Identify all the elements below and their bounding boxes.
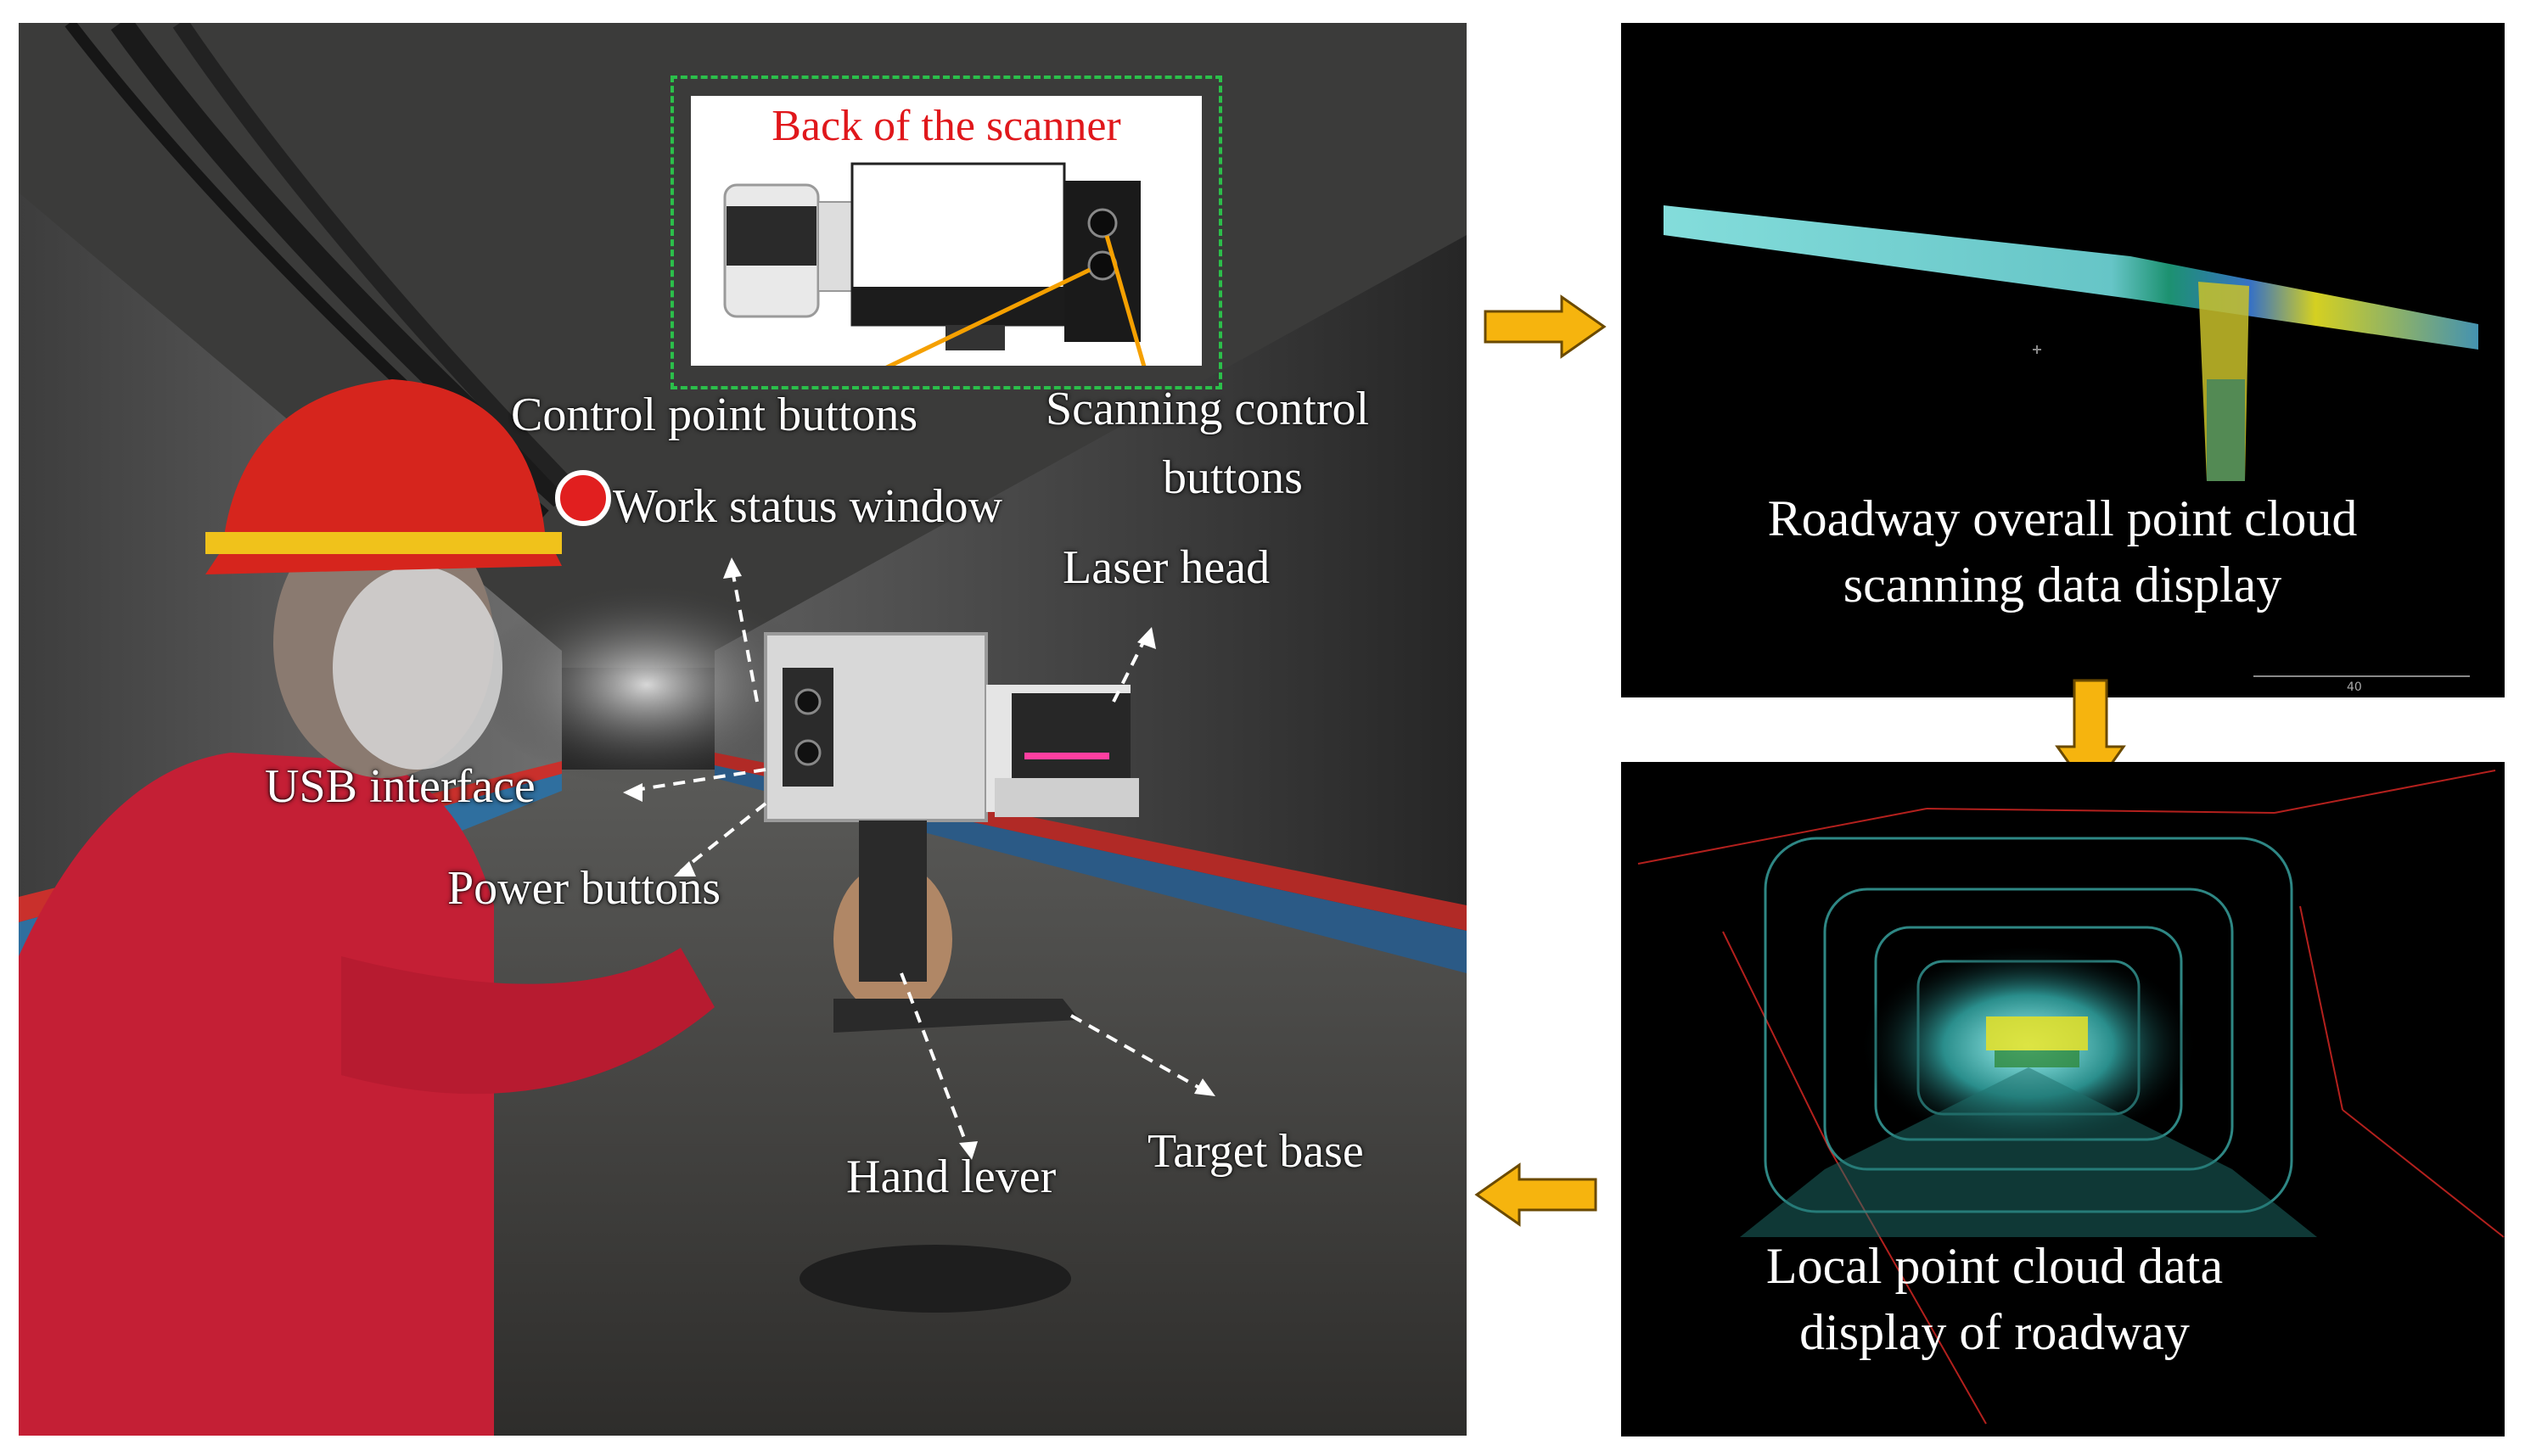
right-arrow-icon (1484, 294, 1607, 359)
hand-lever-label: Hand lever (846, 1151, 1057, 1203)
scanning-control-buttons-label-line2: buttons (1163, 451, 1303, 504)
target-base-label: Target base (1147, 1125, 1364, 1178)
local-caption-line2: display of roadway (1799, 1304, 2190, 1360)
power-buttons-label: Power buttons (447, 862, 721, 915)
overall-point-cloud-view (1664, 205, 2478, 677)
mine-tunnel-scene (19, 23, 1467, 1436)
local-caption: Local point cloud data display of roadwa… (1638, 1233, 2351, 1365)
overall-caption-line1: Roadway overall point cloud (1767, 490, 2358, 546)
scanning-control-buttons-label: Scanning control (1046, 383, 1370, 435)
overall-caption: Roadway overall point cloud scanning dat… (1638, 485, 2487, 618)
scanner-back-image: Back of the scanner (691, 96, 1202, 366)
work-status-window-label: Work status window (613, 480, 1003, 533)
local-point-cloud-view (1637, 770, 2505, 1425)
control-point-buttons-label: Control point buttons (511, 389, 918, 441)
scanner-back-inset: Back of the scanner (671, 76, 1222, 389)
field-photo-panel: Back of the scanner Control point button (19, 23, 1467, 1436)
usb-interface-label: USB interface (265, 760, 536, 813)
local-point-cloud-panel: Local point cloud data display of roadwa… (1621, 762, 2505, 1436)
left-arrow-icon (1474, 1162, 1597, 1227)
overall-point-cloud-panel: 40 Roadway overall point cloud scanning … (1621, 23, 2505, 697)
scale-bar-value: 40 (2347, 680, 2362, 694)
laser-head-label: Laser head (1063, 541, 1271, 594)
local-caption-line1: Local point cloud data (1765, 1238, 2224, 1294)
scanner-back-drawing (723, 162, 1147, 366)
overall-caption-line2: scanning data display (1843, 557, 2282, 613)
inset-title: Back of the scanner (772, 102, 1121, 150)
